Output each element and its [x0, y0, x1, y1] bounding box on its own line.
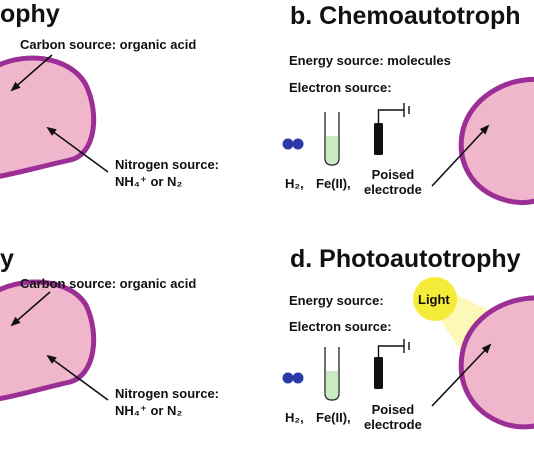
arrow-icon: [10, 54, 53, 92]
carbon-source-label: Carbon source: organic acid: [20, 37, 197, 52]
energy-source-label: Energy source: molecules: [289, 53, 451, 68]
arrow-icon: [46, 126, 109, 173]
donor-electrode-line1: Poised: [371, 402, 415, 417]
donor-h2-label: H₂,: [285, 410, 304, 425]
arrow-icon: [431, 343, 492, 407]
h2-molecule-icon: [282, 372, 304, 384]
electrode-icon: [374, 103, 410, 155]
donor-electrode-label: Poised electrode: [364, 402, 422, 432]
donor-electrode-line2: electrode: [364, 417, 422, 432]
donor-electrode-line2: electrode: [364, 182, 422, 197]
nitrogen-source-label: Nitrogen source:: [115, 157, 220, 172]
arrow-icon: [46, 354, 109, 401]
nitrogen-source-value: NH₄⁺ or N₂: [115, 403, 183, 418]
energy-source-label: Energy source:: [289, 293, 384, 308]
panel-a-title: ophy: [0, 0, 60, 28]
panel-d-title: d. Photoautotrophy: [290, 245, 521, 273]
cell-c: [0, 279, 97, 402]
electron-source-label: Electron source:: [289, 80, 392, 95]
carbon-source-label: Carbon source: organic acid: [20, 276, 197, 291]
donor-h2-label: H₂,: [285, 176, 304, 191]
test-tube-icon: [324, 347, 340, 401]
cell-d: [458, 295, 534, 430]
electrode-icon: [374, 339, 410, 389]
panel-c-title: y: [0, 245, 14, 273]
h2-molecule-icon: [282, 138, 304, 150]
donor-electrode-line1: Poised: [371, 167, 415, 182]
donor-fe-label: Fe(II),: [316, 176, 351, 191]
cell-a: [0, 55, 97, 179]
test-tube-icon: [324, 112, 340, 166]
light-label: Light: [418, 292, 450, 307]
arrow-icon: [10, 291, 51, 327]
panel-b-title: b. Chemoautotroph: [290, 2, 521, 30]
cell-b: [458, 76, 534, 206]
light-source-icon: [413, 277, 457, 321]
donor-electrode-label: Poised electrode: [364, 167, 422, 197]
donor-fe-label: Fe(II),: [316, 410, 351, 425]
nitrogen-source-label: Nitrogen source:: [115, 386, 220, 401]
nitrogen-source-value: NH₄⁺ or N₂: [115, 174, 183, 189]
arrow-icon: [431, 124, 490, 187]
electron-source-label: Electron source:: [289, 319, 392, 334]
